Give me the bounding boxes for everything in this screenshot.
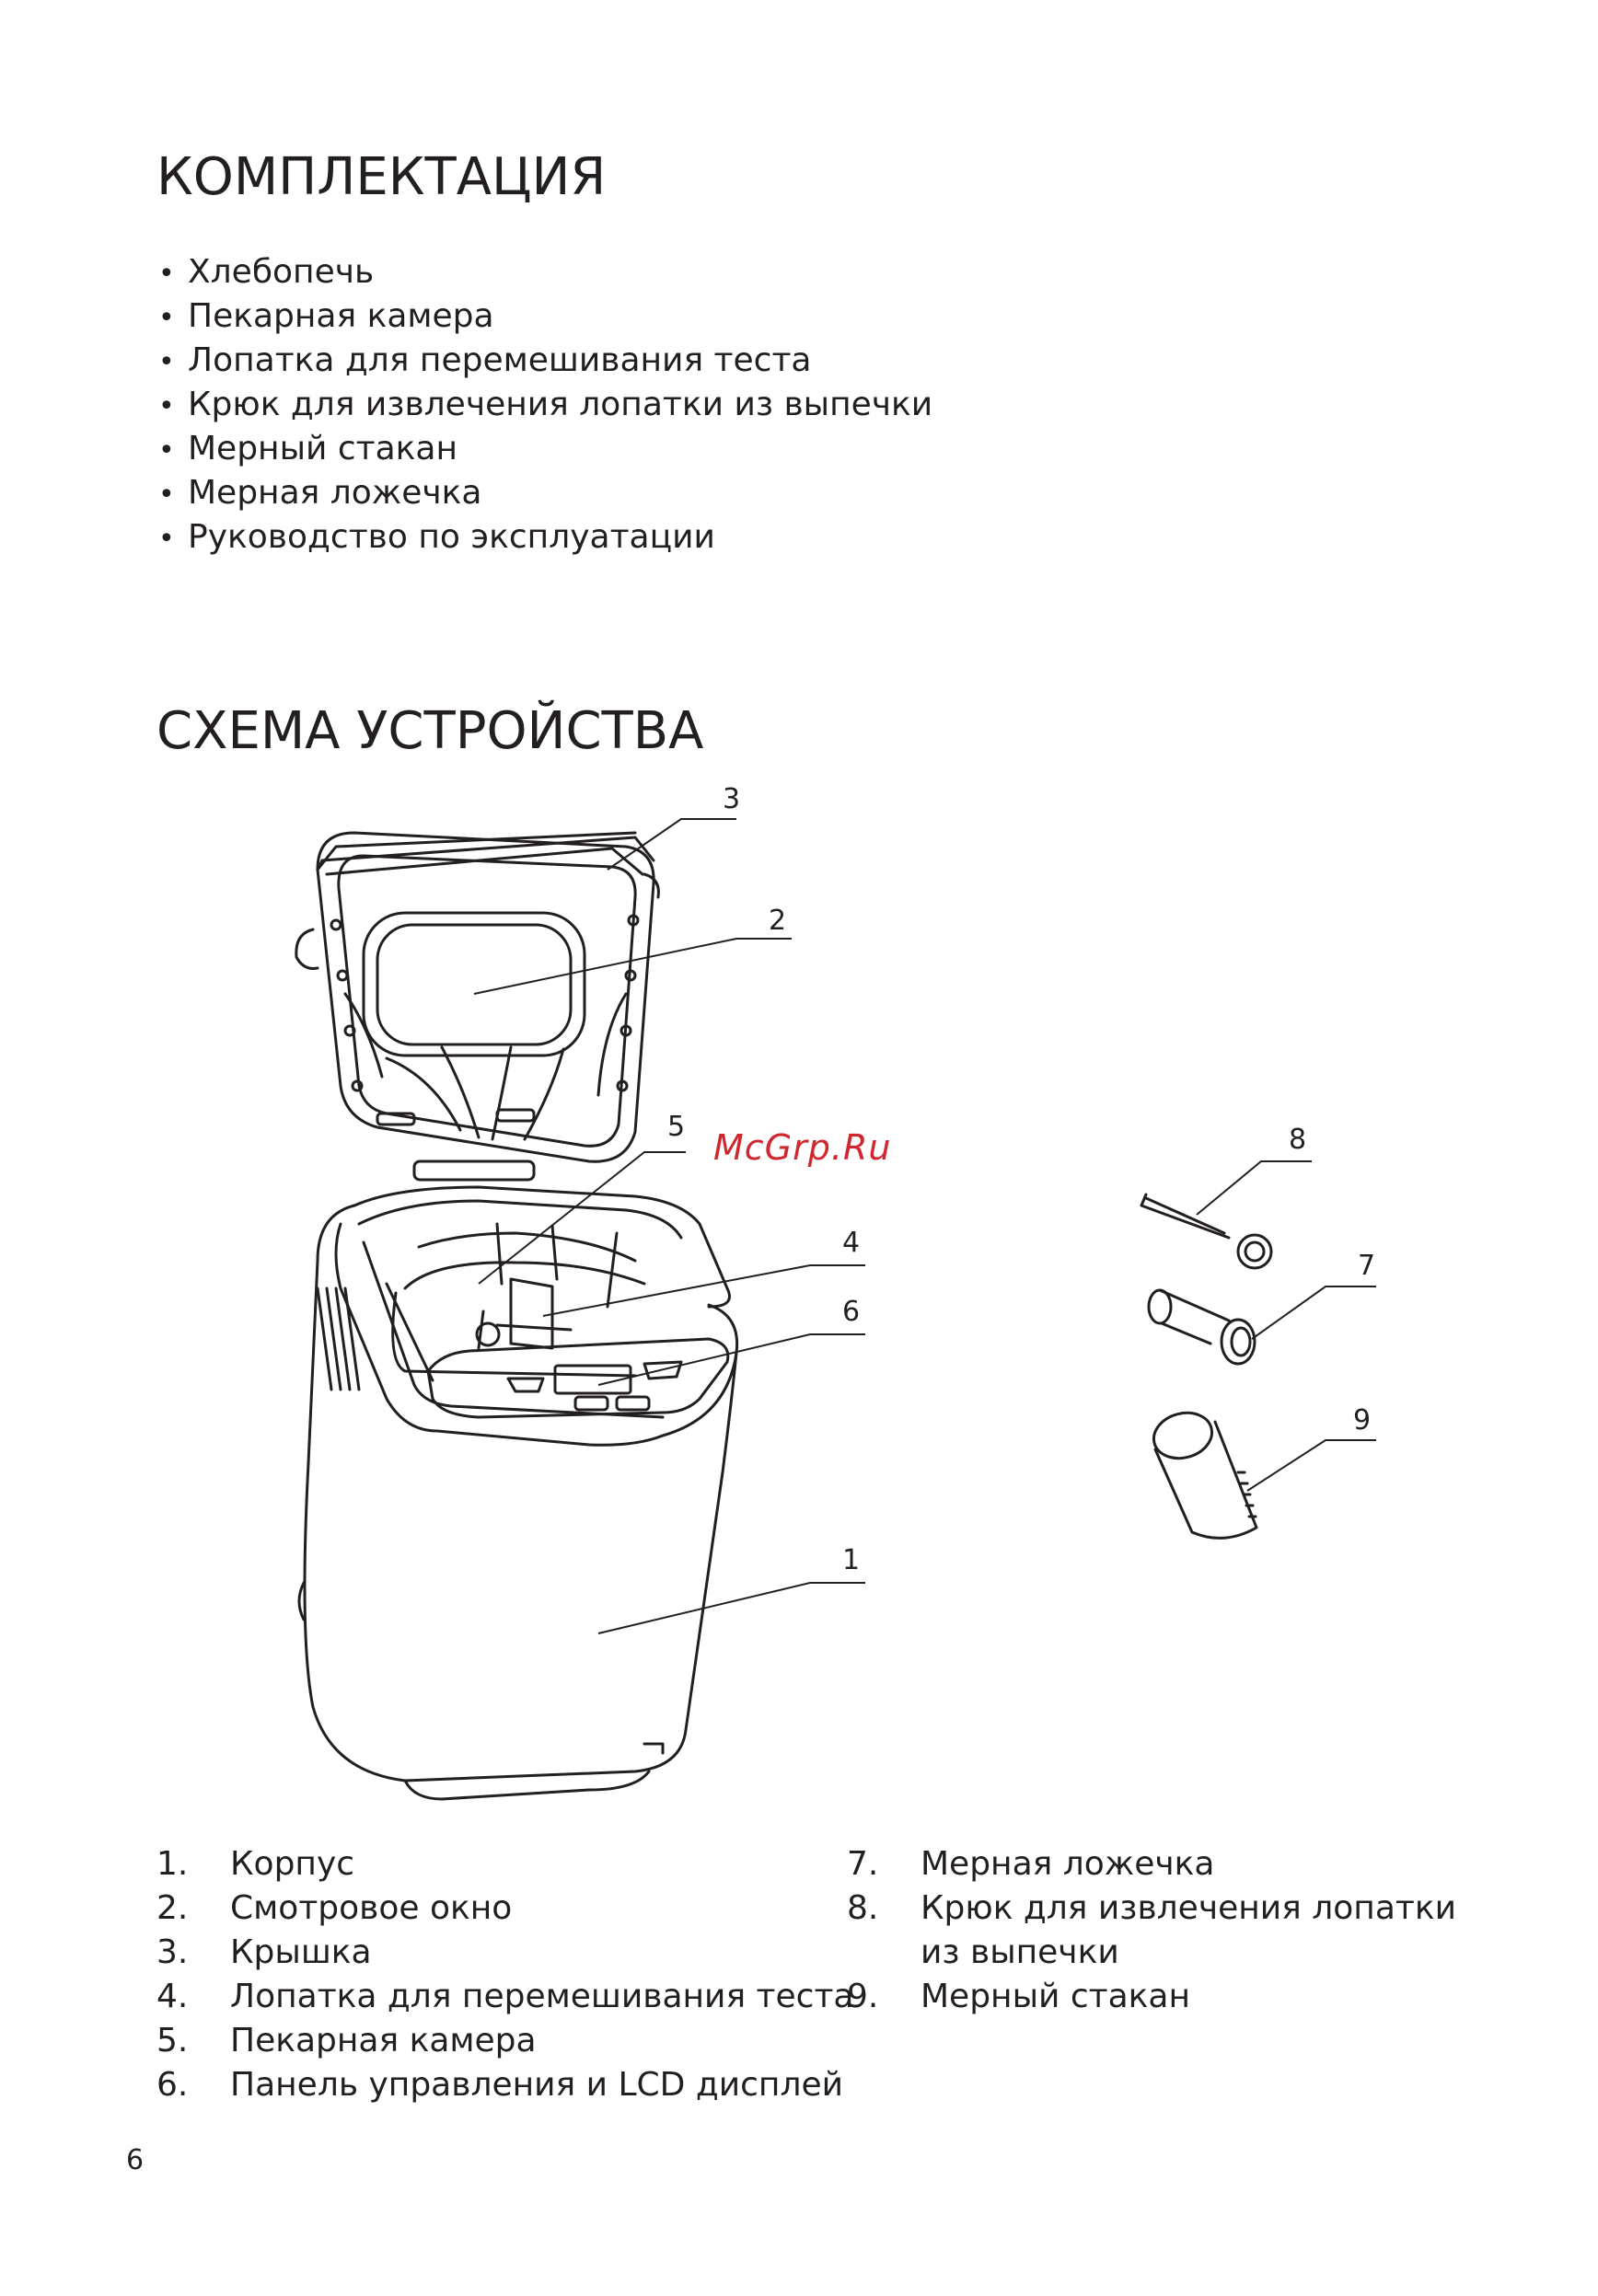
callout-3: 3 [723, 783, 740, 815]
list-item: 9.Мерный стакан [847, 1978, 1191, 2015]
kit-title: КОМПЛЕКТАЦИЯ [156, 147, 607, 207]
bullet-icon: • [158, 479, 175, 511]
list-item: •Лопатка для перемешивания теста [158, 339, 932, 383]
parts-list-right: 7.Мерная ложечка 8.Крюк для извлечения л… [847, 1842, 1491, 2019]
parts-list-left: 1.Корпус 2.Смотровое окно 3.Крышка 4.Лоп… [156, 1842, 854, 2107]
body-illustration [297, 1185, 739, 1801]
callout-8: 8 [1289, 1124, 1306, 1156]
list-item: •Крюк для извлечения лопатки из выпечки [158, 383, 932, 427]
bullet-icon: • [158, 302, 175, 334]
list-item: 6.Панель управления и LCD дисплей [156, 2066, 844, 2104]
list-item: 4.Лопатка для перемешивания теста [156, 1978, 854, 2015]
list-item: 5.Пекарная камера [156, 2022, 537, 2059]
list-item: 3.Крышка [156, 1933, 372, 1971]
page-number: 6 [126, 2144, 145, 2176]
callout-9: 9 [1353, 1404, 1371, 1436]
bullet-icon: • [158, 523, 175, 555]
callout-7: 7 [1358, 1250, 1375, 1282]
watermark: McGrp.Ru [713, 1127, 891, 1168]
callout-2: 2 [769, 905, 786, 937]
list-item: •Хлебопечь [158, 250, 932, 294]
list-item: 2.Смотровое окно [156, 1889, 513, 1927]
callout-6: 6 [842, 1296, 860, 1328]
list-item: 7.Мерная ложечка [847, 1845, 1215, 1883]
spoon-illustration [1147, 1288, 1256, 1366]
hook-illustration [1140, 1193, 1273, 1270]
callout-1: 1 [842, 1544, 860, 1576]
kit-list: •Хлебопечь •Пекарная камера •Лопатка для… [158, 250, 932, 560]
bullet-icon: • [158, 346, 175, 378]
control-panel-illustration [426, 1337, 730, 1419]
bullet-icon: • [158, 434, 175, 467]
bullet-icon: • [158, 258, 175, 290]
list-item: 1.Корпус [156, 1845, 355, 1883]
scheme-title: СХЕМА УСТРОЙСТВА [156, 701, 704, 761]
callout-4: 4 [842, 1227, 860, 1259]
list-item: •Мерная ложечка [158, 471, 932, 515]
list-item: •Руководство по эксплуатации [158, 515, 932, 560]
lid-illustration [295, 831, 660, 1182]
pan-illustration [391, 1261, 646, 1378]
list-item: 8.Крюк для извлечения лопатки из выпечки [847, 1889, 1457, 1971]
list-item: •Пекарная камера [158, 294, 932, 339]
cup-illustration [1152, 1411, 1258, 1540]
callout-5: 5 [667, 1111, 685, 1143]
bullet-icon: • [158, 390, 175, 422]
list-item: •Мерный стакан [158, 427, 932, 471]
